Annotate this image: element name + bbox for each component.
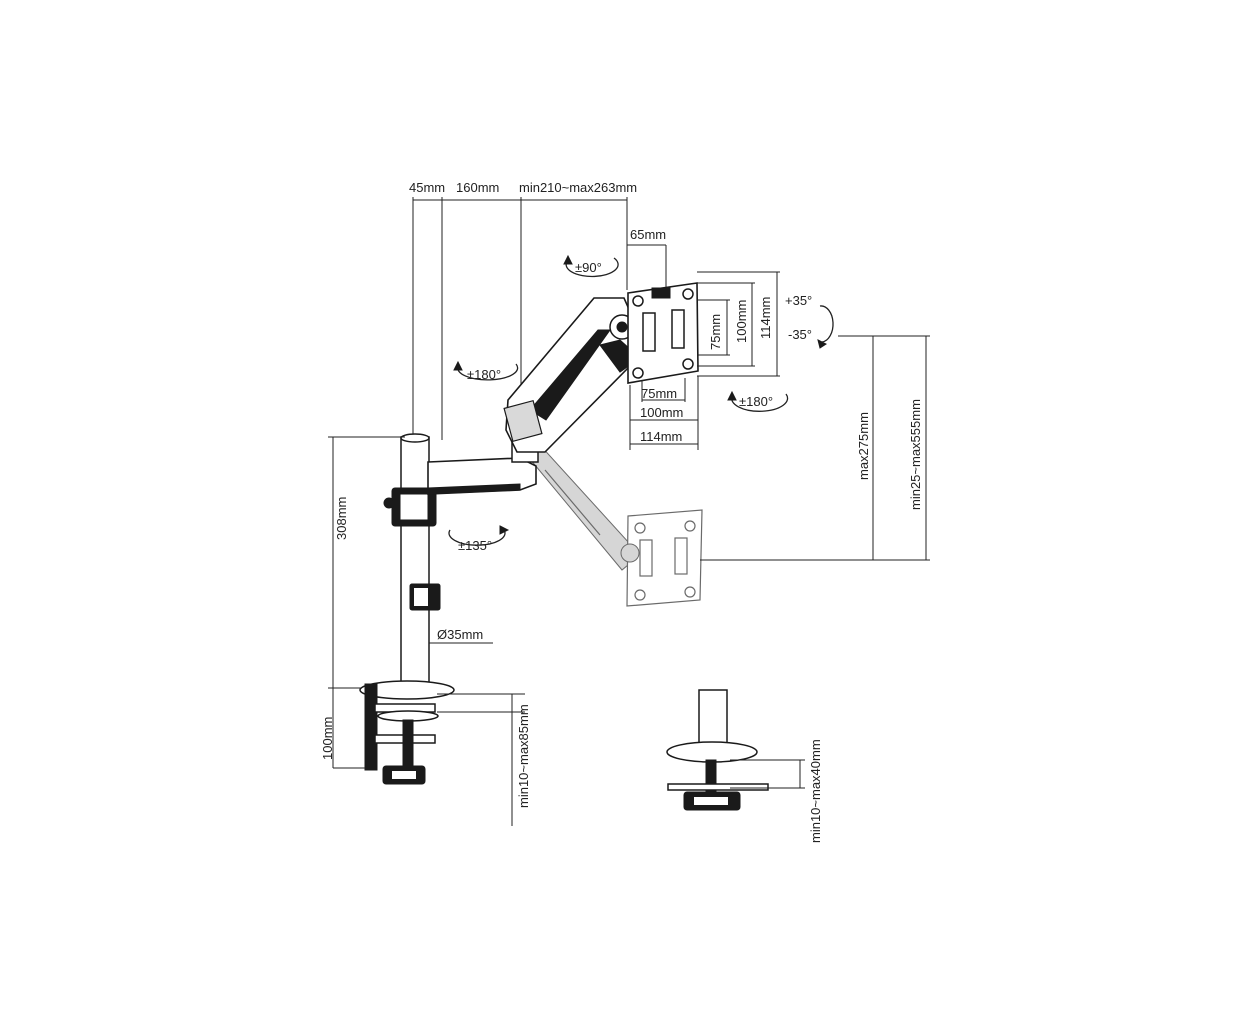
dim-min210-max263mm: min210~max263mm	[519, 180, 637, 195]
dim-horizontal-75mm: 75mm	[641, 386, 677, 401]
tilt-down: -35°	[788, 327, 812, 342]
pole	[383, 433, 441, 688]
dim-clamp-100mm: 100mm	[320, 717, 335, 760]
dim-min25-max555mm: min25~max555mm	[908, 399, 923, 510]
rotation-135: ±135°	[458, 538, 492, 553]
pole-dimensions: 308mm Ø35mm	[328, 436, 493, 689]
rotation-180-plate: ±180°	[739, 394, 773, 409]
dim-vertical-75mm: 75mm	[708, 314, 723, 350]
upper-arm	[503, 297, 641, 453]
rotation-180-arm: ±180°	[467, 367, 501, 382]
dim-horizontal-100mm: 100mm	[640, 405, 683, 420]
dim-grommet-range: min10~max40mm	[808, 739, 823, 843]
c-clamp: 100mm min10~max85mm	[320, 680, 531, 826]
rotation-90: ±90°	[575, 260, 602, 275]
top-dimensions: 45mm 160mm min210~max263mm 65mm	[409, 180, 667, 440]
dim-308mm: 308mm	[334, 497, 349, 540]
rotation-indicators: ±90° ±180° ±135° ±180° +35° -35°	[448, 254, 834, 553]
dim-65mm: 65mm	[630, 227, 666, 242]
tilt-up: +35°	[785, 293, 812, 308]
lowered-arm-ghost	[519, 444, 703, 607]
dim-45mm: 45mm	[409, 180, 445, 195]
dim-max275mm: max275mm	[856, 412, 871, 480]
dim-160mm: 160mm	[456, 180, 499, 195]
dim-vertical-100mm: 100mm	[734, 300, 749, 343]
dim-pole-diameter: Ø35mm	[437, 627, 483, 642]
dim-vertical-114mm: 114mm	[758, 297, 773, 339]
height-dimensions: max275mm min25~max555mm	[700, 335, 930, 561]
grommet-mount: min10~max40mm	[666, 689, 823, 843]
vesa-plate: 75mm 100mm 114mm 75mm 100mm 114mm	[627, 271, 780, 450]
dim-clamp-range: min10~max85mm	[516, 704, 531, 808]
dim-horizontal-114mm: 114mm	[640, 429, 682, 444]
